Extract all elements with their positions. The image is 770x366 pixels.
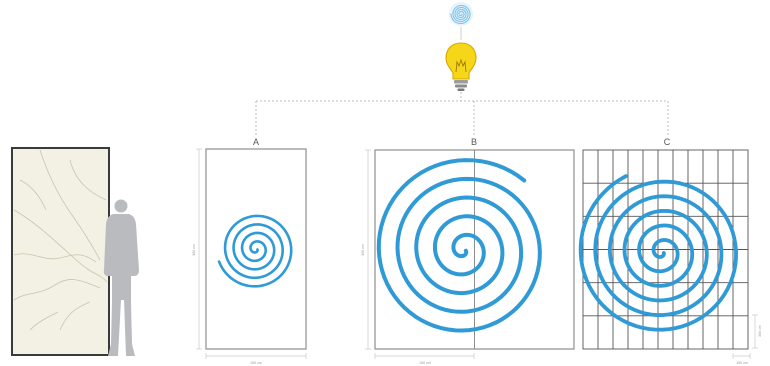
lightbulb-base-ring — [455, 85, 467, 88]
panel-c-height-label: 300 cm — [758, 325, 762, 337]
panel-c: 150 cm 300 cm — [581, 150, 762, 365]
panel-a-height-dimension — [196, 149, 202, 349]
panel-a-width-dimension — [206, 353, 306, 359]
panel-b-width-dimension — [375, 353, 474, 359]
panel-c-label: C — [664, 137, 671, 147]
lightbulb-icon — [446, 43, 476, 91]
panel-a: 150 cm 300 cm — [192, 149, 306, 365]
panel-b-label: B — [471, 137, 477, 147]
panel-a-label: A — [253, 137, 259, 147]
panel-b-width-label: 150 cm — [419, 361, 431, 365]
spiral-icon — [449, 2, 473, 26]
lightbulb-tip — [458, 89, 465, 92]
lightbulb-base — [454, 80, 468, 84]
panel-c-width-dimension — [733, 353, 750, 359]
panel-b-height-dimension — [365, 150, 371, 349]
panel-a-height-label: 300 cm — [192, 244, 196, 256]
connector-tree — [256, 92, 668, 136]
marble-slab — [12, 148, 109, 355]
panel-a-spiral — [219, 216, 291, 286]
panel-a-width-label: 150 cm — [250, 361, 262, 365]
panel-b-height-label: 300 cm — [361, 244, 365, 256]
panel-b: 150 cm 300 cm — [361, 150, 574, 365]
panel-c-width-label: 150 cm — [736, 361, 748, 365]
marble-slab-surface — [12, 148, 109, 355]
panel-b-spiral — [379, 160, 540, 330]
